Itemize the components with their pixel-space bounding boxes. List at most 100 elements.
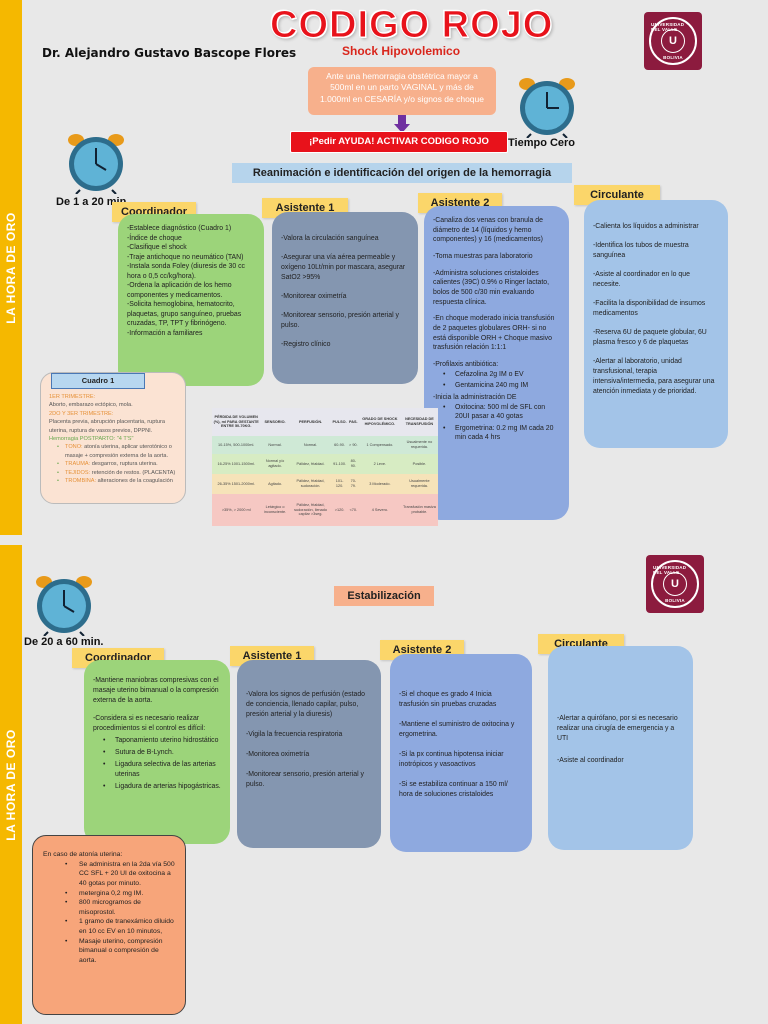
table-cell: Letárgico o inconsciente. bbox=[260, 494, 290, 526]
tiempo-cero-label: Tiempo Cero bbox=[508, 137, 576, 149]
table-cell: 2 Leve. bbox=[358, 454, 401, 474]
table-cell: 4 Severo. bbox=[358, 494, 401, 526]
alarm-clock-icon bbox=[36, 576, 92, 636]
procedure-item: Ligadura de arterias hipogástricas. bbox=[93, 782, 221, 792]
page-subtitle: Shock Hipovolemico bbox=[342, 44, 461, 58]
shock-classification-table: PÉRDIDA DE VOLUMEN (%), ml PARA GESTANTE… bbox=[212, 408, 438, 526]
postparto-label: Hemorragia POSTPARTO: "4 T'S" bbox=[49, 435, 134, 442]
trimestre2-label: 2DO Y 3ER TRIMESTRE: bbox=[49, 410, 114, 417]
atonia-box: En caso de atonía uterina: Se administra… bbox=[32, 835, 186, 1015]
asistente1-item: -Vigila la frecuencia respiratoria bbox=[246, 731, 343, 738]
section-reanimacion: Reanimación e identificación del origen … bbox=[232, 163, 572, 183]
circulante-item: -Reserva 6U de paquete globular, 6U plas… bbox=[593, 329, 707, 346]
four-t-item: TROMBINA: alteraciones de la coagulación bbox=[49, 477, 177, 486]
alarm-clock-icon bbox=[519, 78, 575, 138]
circulante-card: -Calienta los líquidos a administrar-Ide… bbox=[584, 200, 728, 448]
table-cell: Normal. bbox=[289, 436, 332, 454]
table-row: 10-15%, 500-1000ml.Normal.Normal.60-90.>… bbox=[212, 436, 438, 454]
table-cell: Normal. bbox=[260, 436, 290, 454]
circulante-item: -Calienta los líquidos a administrar bbox=[593, 223, 699, 230]
procedure-item: Sutura de B-Lynch. bbox=[93, 748, 221, 758]
table-header: PÉRDIDA DE VOLUMEN (%), ml PARA GESTANTE… bbox=[212, 408, 261, 436]
author: Dr. Alejandro Gustavo Bascope Flores bbox=[42, 46, 297, 60]
table-cell: 80-90. bbox=[347, 454, 359, 474]
table-header: GRADO DE SHOCK HIPOVOLÉMICO. bbox=[358, 408, 401, 436]
table-header: PERFUSIÓN. bbox=[289, 408, 332, 436]
table-cell: 60-90. bbox=[331, 436, 348, 454]
coordinador-item: -Información a familiares bbox=[127, 329, 203, 337]
table-cell: 16-25% 1001-1500ml. bbox=[212, 454, 261, 474]
four-t-item: TONO: atonía uterina, aplicar uterotónic… bbox=[49, 443, 177, 460]
procedure-item: Taponamiento uterino hidrostático bbox=[93, 736, 221, 746]
de-label: -Inicia la administración DE bbox=[433, 393, 517, 401]
trimestre2-text: Placenta previa, abrupción placentaria, … bbox=[49, 419, 165, 434]
table-cell: >120. bbox=[331, 494, 348, 526]
asistente2-item: -Si se estabiliza continuar a 150 ml/ ho… bbox=[399, 781, 508, 798]
table-cell: > 90. bbox=[347, 436, 359, 454]
asistente1-item: -Valora los signos de perfusión (estado … bbox=[246, 691, 365, 718]
table-cell: Pálidez, frialdad, sudoración, llenado c… bbox=[289, 494, 332, 526]
sidebar-phase1: LA HORA DE ORO bbox=[0, 0, 22, 535]
trimestre1-label: 1ER TRIMESTRE: bbox=[49, 394, 96, 400]
four-t-item: TRAUMA: desgarros, ruptura uterina. bbox=[49, 460, 177, 469]
coordinador-p1: -Mantiene maniobras compresivas con el m… bbox=[93, 677, 219, 704]
asistente2-item: -Mantiene el suministro de oxitocina y e… bbox=[399, 721, 515, 738]
table-cell: 10-15%, 500-1000ml. bbox=[212, 436, 261, 454]
alarm-clock-icon bbox=[68, 134, 124, 194]
table-cell: Usualmente requerida. bbox=[400, 474, 438, 494]
asistente2-card: -Si el choque es grado 4 Inicia trasfusi… bbox=[390, 654, 532, 852]
page-title: CODIGO ROJO bbox=[269, 4, 554, 47]
atonia-item: Se administra en la 2da vía 500 CC SFL +… bbox=[43, 860, 177, 889]
time-range-2: De 20 a 60 min. bbox=[24, 636, 104, 648]
sidebar-phase2: LA HORA DE ORO bbox=[0, 545, 22, 1024]
table-cell: >35%, > 2000 ml bbox=[212, 494, 261, 526]
drug-item: Oxitocina: 500 ml de SFL con 20UI pasar … bbox=[433, 403, 560, 422]
four-t-item: TEJIDOS: retención de restos. (PLACENTA) bbox=[49, 469, 177, 478]
coordinador-item: -Índice de choque bbox=[127, 234, 182, 242]
table-cell: Usualmente no requerida. bbox=[400, 436, 438, 454]
asistente2-card: -Canaliza dos venas con branula de diáme… bbox=[424, 206, 569, 520]
profilaxis-label: -Profilaxis antibiótica: bbox=[433, 360, 499, 368]
sidebar-label: LA HORA DE ORO bbox=[4, 211, 18, 324]
university-logo: UNIVERSIDAD DEL VALLE U BOLIVIA bbox=[644, 12, 702, 70]
asistente1-card: -Valora los signos de perfusión (estado … bbox=[237, 660, 381, 848]
atonia-item: Masaje uterino, compresión bimanual o co… bbox=[43, 937, 177, 966]
asistente1-card: -Valora la circulación sanguínea-Asegura… bbox=[272, 212, 418, 384]
coordinador-card: -Mantiene maniobras compresivas con el m… bbox=[84, 660, 230, 844]
table-cell: 91-100. bbox=[331, 454, 348, 474]
cuadro-head: Cuadro 1 bbox=[51, 373, 145, 389]
table-cell: 70-79. bbox=[347, 474, 359, 494]
table-cell: Pálidez, frialdad. bbox=[289, 454, 332, 474]
table-cell: 1 Compensado. bbox=[358, 436, 401, 454]
antibiotic-item: Cefazolina 2g IM o EV bbox=[433, 370, 560, 380]
sidebar-label: LA HORA DE ORO bbox=[4, 728, 18, 841]
coordinador-item: -Traje antichoque no neumático (TAN) bbox=[127, 253, 244, 261]
table-cell: 101-120. bbox=[331, 474, 348, 494]
asistente2-item: -Administra soluciones cristaloides cali… bbox=[433, 269, 550, 306]
time-range-1: De 1 a 20 min. bbox=[56, 196, 130, 208]
down-arrow-icon bbox=[394, 115, 410, 133]
coordinador-item: -Instala sonda Foley (diuresis de 30 cc … bbox=[127, 263, 245, 280]
asistente1-item: -Monitorear sensorio, presión arterial y… bbox=[246, 771, 364, 788]
circulante-item: -Asiste al coordinador bbox=[557, 757, 624, 764]
cuadro-1: Cuadro 1 1ER TRIMESTRE: Aborto, embarazo… bbox=[40, 372, 186, 504]
intro-note: Ante una hemorragia obstétrica mayor a 5… bbox=[308, 67, 496, 115]
coordinador-card: -Establece diagnóstico (Cuadro 1)-Índice… bbox=[118, 214, 264, 386]
asistente2-item: -Canaliza dos venas con branula de diáme… bbox=[433, 217, 543, 244]
section-estabilizacion: Estabilización bbox=[334, 586, 434, 606]
trimestre1-text: Aborto, embarazo ectópico, mola. bbox=[49, 402, 133, 409]
table-cell: 26-35% 1501-2000ml. bbox=[212, 474, 261, 494]
circulante-item: -Alertar al laboratorio, unidad transfus… bbox=[593, 358, 715, 395]
asistente2-item: -Toma muestras para laboratorio bbox=[433, 252, 533, 260]
atonia-head: En caso de atonía uterina: bbox=[43, 851, 123, 858]
table-cell: <70. bbox=[347, 494, 359, 526]
antibiotic-item: Gentamicina 240 mg IM bbox=[433, 381, 560, 391]
atonia-item: 1 gramo de tranexámico diluido en 10 cc … bbox=[43, 917, 177, 936]
table-cell: Transfusión masiva probable. bbox=[400, 494, 438, 526]
coordinador-item: -Ordena la aplicación de los hemo compon… bbox=[127, 282, 232, 299]
table-header: PAS. bbox=[347, 408, 359, 436]
university-logo: UNIVERSIDAD DEL VALLE U BOLIVIA bbox=[646, 555, 704, 613]
drug-item: Ergometrina: 0.2 mg IM cada 20 min cada … bbox=[433, 424, 560, 443]
atonia-item: metergina 0,2 mg IM. bbox=[43, 889, 177, 899]
